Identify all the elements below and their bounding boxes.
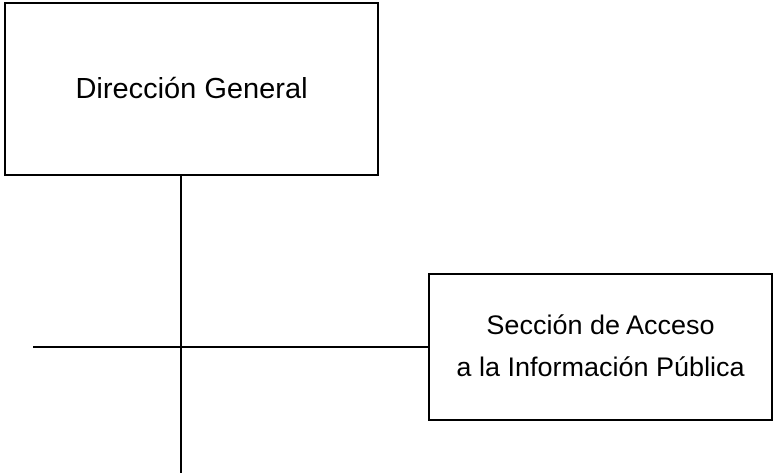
direccion-general-label: Dirección General: [75, 72, 308, 105]
direccion-general-box: Dirección General: [4, 2, 379, 176]
seccion-acceso-informacion-box: Sección de Acceso a la Información Públi…: [428, 273, 773, 421]
seccion-label-line1: Sección de Acceso: [486, 310, 715, 341]
vertical-connector-line: [180, 176, 182, 473]
horizontal-connector-line: [33, 346, 428, 348]
seccion-label-line2: a la Información Pública: [456, 352, 745, 382]
